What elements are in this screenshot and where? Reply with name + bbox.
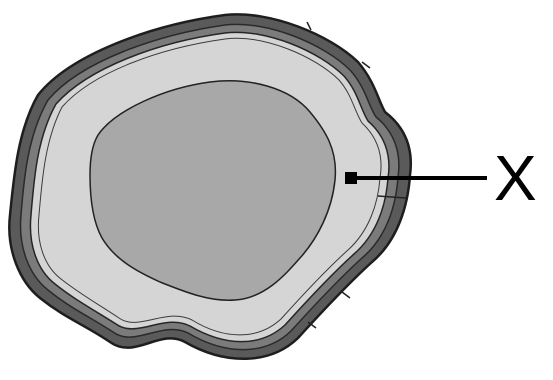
bark-crack-mark [342, 292, 350, 298]
bark-crack-mark [307, 22, 311, 30]
label-x: X [494, 142, 537, 214]
